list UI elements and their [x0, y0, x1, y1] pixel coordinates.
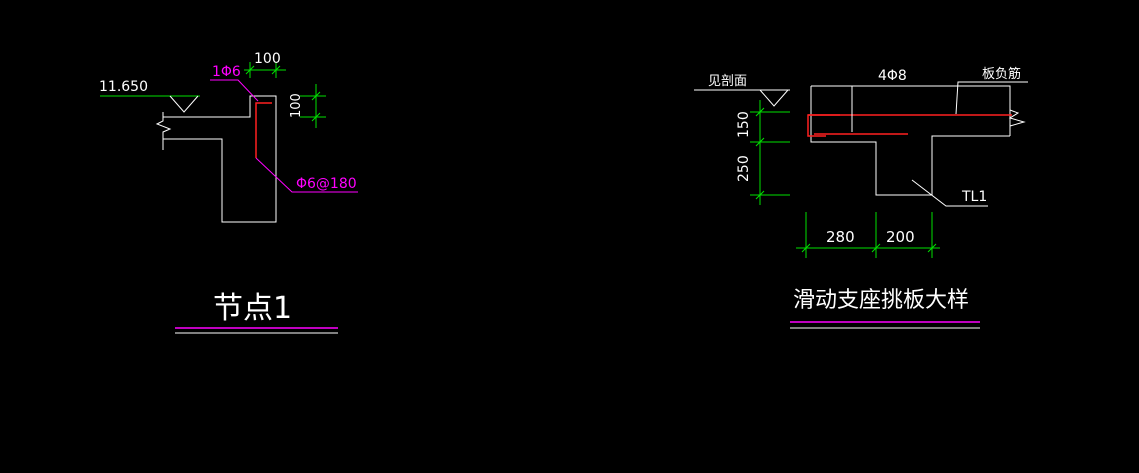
rebar-top-leader	[210, 79, 259, 102]
dim-width-label: 100	[254, 51, 281, 67]
beam-leader	[911, 179, 988, 207]
dim-slash	[271, 65, 281, 75]
node1-detail: 11.650 100 100 1Φ6 Φ6@180 节点1	[99, 51, 358, 334]
section-ref-triangle	[759, 89, 789, 107]
slab-top-outline	[811, 85, 1011, 136]
dim-slash	[927, 243, 937, 253]
dim-slash	[311, 91, 321, 101]
beam-label: TL1	[961, 189, 987, 205]
dim-150-label: 150	[736, 111, 752, 138]
rebar-top-label: 4Φ8	[878, 68, 907, 84]
rebar-top-label: 1Φ6	[212, 64, 241, 80]
rebar-stirrup-label: Φ6@180	[296, 176, 357, 192]
dim-slash	[755, 190, 765, 200]
dim-slash	[755, 107, 765, 117]
slab-rebar-label: 板负筋	[982, 66, 1021, 82]
dim-slash	[871, 243, 881, 253]
rebar-hook	[807, 114, 840, 137]
slab-rebar-leader	[955, 81, 1028, 115]
dim-200-label: 200	[886, 228, 915, 246]
dim-height-label: 100	[289, 93, 304, 118]
detail2-title: 滑动支座挑板大样	[793, 288, 969, 313]
node1-beam-outline	[163, 95, 277, 223]
dim-slash	[311, 112, 321, 122]
dim-slash	[801, 243, 811, 253]
dim-slash	[755, 137, 765, 147]
dim-250-label: 250	[736, 155, 752, 182]
sliding-support-detail: 见剖面 4Φ8 板负筋 150 250 TL1	[694, 66, 1028, 329]
node1-rebar	[255, 102, 272, 158]
elevation-triangle	[169, 95, 199, 113]
slab-bottom-outline	[810, 86, 1010, 196]
elevation-label: 11.650	[99, 79, 148, 95]
section-ref-label: 见剖面	[708, 74, 747, 89]
dim-slash	[245, 65, 255, 75]
break-symbol	[155, 112, 172, 150]
break-symbol-right	[1008, 109, 1026, 127]
rebar-top-leader	[851, 85, 914, 132]
dim-280-label: 280	[826, 228, 855, 246]
node1-title: 节点1	[213, 291, 292, 326]
rebar-stirrup-leader	[255, 157, 358, 193]
